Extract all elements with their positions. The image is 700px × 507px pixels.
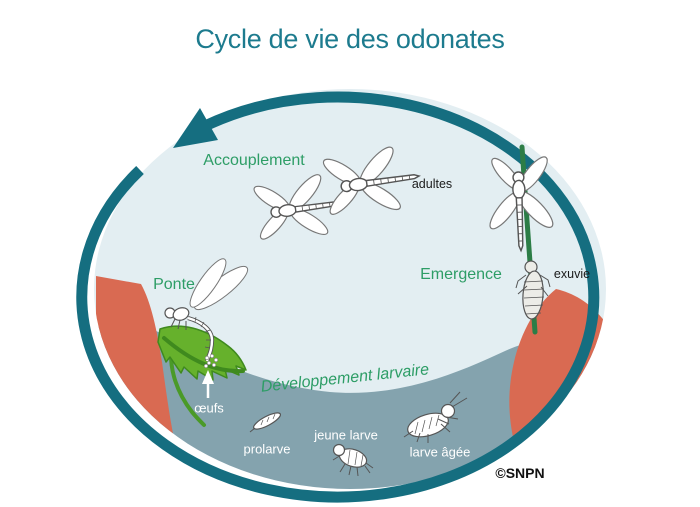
credit-snpn: ©SNPN bbox=[495, 465, 545, 481]
label-oeufs: œufs bbox=[194, 400, 224, 416]
egg-leaf bbox=[157, 325, 247, 427]
young-larva-icon bbox=[332, 443, 374, 477]
label-ponte: Ponte bbox=[153, 276, 195, 293]
label-accouplement: Accouplement bbox=[203, 152, 305, 169]
cycle-arrow-icon bbox=[173, 108, 218, 148]
label-prolarve: prolarve bbox=[243, 441, 291, 457]
label-larve-agee: larve âgée bbox=[409, 444, 471, 460]
label-exuvie: exuvie bbox=[553, 266, 591, 281]
cycle-ring bbox=[76, 91, 600, 503]
old-larva-icon bbox=[403, 391, 468, 443]
page-title: Cycle de vie des odonates bbox=[195, 24, 505, 54]
label-jeune-larve: jeune larve bbox=[314, 427, 378, 443]
dragonfly-ovipositing-icon bbox=[164, 258, 249, 368]
label-emergence: Emergence bbox=[420, 266, 502, 283]
label-adultes: adultes bbox=[411, 176, 453, 191]
eggs-icon bbox=[204, 353, 219, 368]
prolarva-icon bbox=[249, 412, 282, 433]
eggs-arrow-icon bbox=[202, 370, 214, 398]
exuvia-icon bbox=[515, 260, 551, 320]
